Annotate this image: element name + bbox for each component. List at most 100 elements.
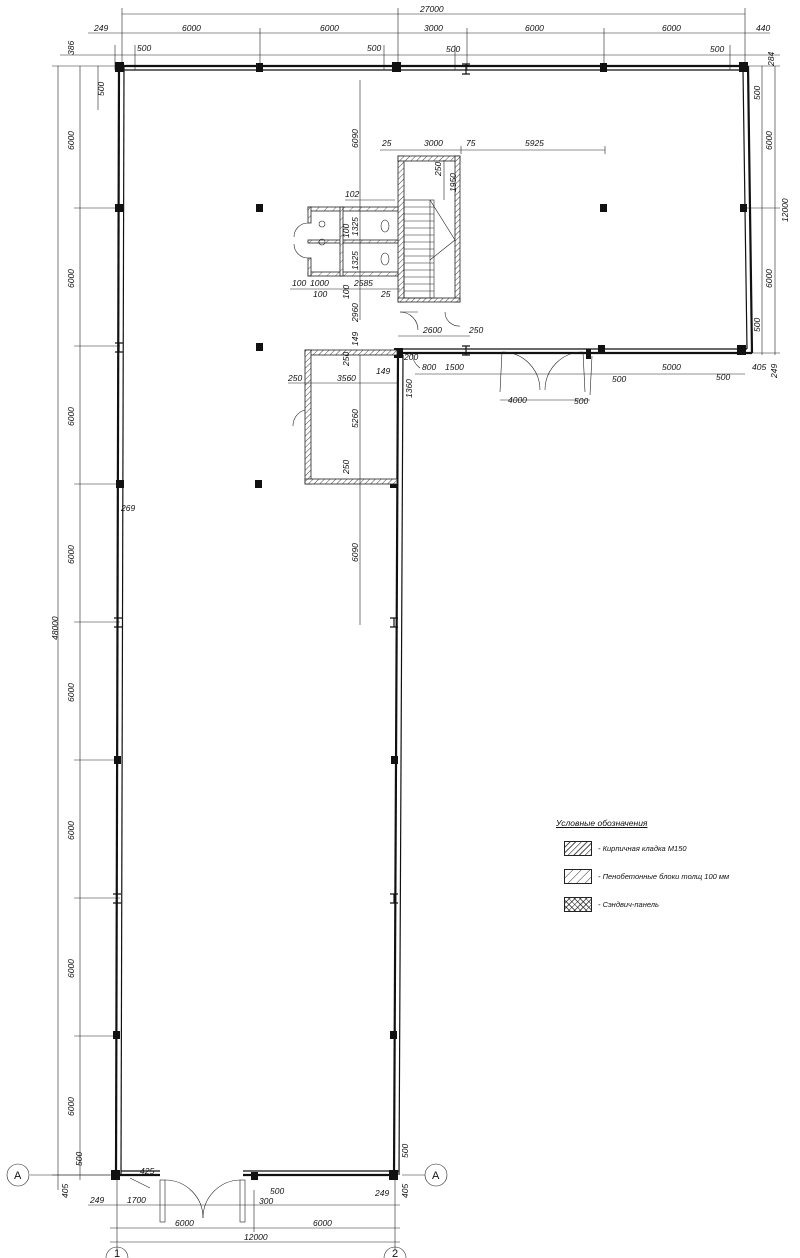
- legend-title: Условные обозначения: [556, 818, 648, 828]
- column: [115, 342, 123, 353]
- column: [113, 893, 121, 904]
- axis-1-label: 1: [114, 1248, 120, 1258]
- dim-stair-75: 75: [466, 138, 476, 148]
- dim-wc-102: 102: [345, 189, 359, 199]
- dim-r-3560: 3560: [337, 373, 356, 383]
- column: [739, 62, 748, 72]
- dim-h-250: 250: [468, 325, 483, 335]
- right-dimensions: 12000 6000 6000 500 500 249 405: [745, 65, 790, 379]
- column: [462, 345, 470, 356]
- column: [740, 204, 747, 212]
- dim-v-149: 149: [350, 332, 360, 346]
- dim-top-284: 284: [766, 52, 776, 67]
- legend-item-foam: - Пенобетонные блоки толщ 100 мм: [556, 862, 756, 890]
- column: [392, 62, 401, 72]
- legend: Условные обозначения - Кирпичная кладка …: [556, 818, 756, 918]
- dim-left-405: 405: [60, 1184, 70, 1198]
- column: [116, 480, 124, 488]
- dim-left-6000-4: 6000: [66, 545, 76, 564]
- bottom-dimensions: 249 1700 425 500 300 249 6000 6000 12000…: [88, 1144, 410, 1250]
- dim-left-6000-3: 6000: [66, 407, 76, 426]
- dim-stair-3000: 3000: [424, 138, 443, 148]
- bottom-entrance: [129, 1177, 246, 1223]
- dim-b-249r: 249: [374, 1188, 389, 1198]
- wc-block: 102 100 1325 1325 100 1000 100 100 2585 …: [290, 80, 400, 346]
- column: [111, 1170, 120, 1180]
- dim-wc-25: 25: [380, 289, 391, 299]
- dim-r-200: 200: [403, 352, 418, 362]
- column: [394, 348, 403, 358]
- column: [115, 62, 124, 72]
- column: [114, 756, 121, 764]
- column: [600, 204, 607, 212]
- column: [256, 204, 263, 212]
- dim-left-6000-1: 6000: [66, 131, 76, 150]
- dim-wc-100b: 100: [292, 278, 306, 288]
- column: [113, 1031, 120, 1039]
- column: [390, 617, 398, 628]
- foam-block-hatch-swatch: [564, 868, 592, 884]
- dim-d-500c: 500: [716, 372, 730, 382]
- dim-right-12000: 12000: [780, 198, 790, 222]
- dim-v-6090-top: 6090: [350, 129, 360, 148]
- dim-top-500-b: 500: [367, 43, 381, 53]
- dim-left-6000-8: 6000: [66, 1097, 76, 1116]
- dim-r-250b: 250: [341, 352, 351, 367]
- dim-top-total: 27000: [419, 4, 444, 14]
- dim-left-500-top: 500: [96, 82, 106, 96]
- stair-door: 2600 250: [398, 311, 483, 337]
- column: [256, 63, 263, 72]
- dim-b-500: 500: [270, 1186, 284, 1196]
- legend-item-sandwich: - Сэндвич-панель: [556, 890, 756, 918]
- axis-a-left-label: A: [14, 1170, 22, 1182]
- dim-b-249: 249: [89, 1195, 104, 1205]
- dim-top-6000-d: 6000: [662, 23, 681, 33]
- left-dimensions: 48000 6000 6000 6000 6000 6000 6000 6000…: [50, 65, 120, 1198]
- dim-r-5260: 5260: [350, 409, 360, 428]
- column: [598, 345, 605, 353]
- dim-b-6000b: 6000: [313, 1218, 332, 1228]
- dim-d-1500: 1500: [445, 362, 464, 372]
- dim-top-500-d: 500: [710, 44, 724, 54]
- dim-right-249: 249: [769, 364, 779, 379]
- axis-markers: A A 1 2: [6, 1163, 448, 1258]
- dim-right-6000-a: 6000: [764, 131, 774, 150]
- dim-b-6000a: 6000: [175, 1218, 194, 1228]
- dim-stair-250: 250: [433, 162, 443, 177]
- dim-wc-100d: 100: [341, 285, 351, 299]
- dim-b-500r: 500: [400, 1144, 410, 1158]
- staircase: 25 3000 75 5925 250 1950: [380, 138, 606, 303]
- column: [462, 63, 470, 75]
- axis-2-label: 2: [392, 1248, 398, 1258]
- dim-left-6000-6: 6000: [66, 821, 76, 840]
- dim-r-250: 250: [287, 373, 302, 383]
- dim-left-6000-7: 6000: [66, 959, 76, 978]
- dim-top-6000-c: 6000: [525, 23, 544, 33]
- column: [114, 617, 122, 628]
- column: [390, 1031, 397, 1039]
- dim-right-405: 405: [752, 362, 766, 372]
- dim-left-500-bottom: 500: [74, 1152, 84, 1166]
- upper-block-doors: 800 1500 4000 500 500 5000 500 269: [120, 351, 745, 513]
- dim-d-500b: 500: [612, 374, 626, 384]
- dim-wc-2585: 2585: [353, 278, 373, 288]
- column: [251, 1172, 258, 1180]
- dim-d-500a: 500: [574, 396, 588, 406]
- dim-b-1700: 1700: [127, 1195, 146, 1205]
- dim-right-500-a: 500: [752, 86, 762, 100]
- column: [390, 893, 398, 904]
- dim-wc-1000: 1000: [310, 278, 329, 288]
- dim-wc-100a: 100: [341, 224, 351, 238]
- dim-stair-25: 25: [381, 138, 392, 148]
- dim-wc-100c: 100: [313, 289, 327, 299]
- dim-d-4000: 4000: [508, 395, 527, 405]
- dim-top-440: 440: [756, 23, 770, 33]
- dim-right-6000-b: 6000: [764, 269, 774, 288]
- dim-h-2600: 2600: [422, 325, 442, 335]
- dim-b-12000: 12000: [244, 1232, 268, 1242]
- dim-d-269: 269: [120, 503, 135, 513]
- dim-b-425: 425: [140, 1166, 154, 1176]
- dim-r-1360: 1360: [404, 379, 414, 398]
- column: [255, 480, 262, 488]
